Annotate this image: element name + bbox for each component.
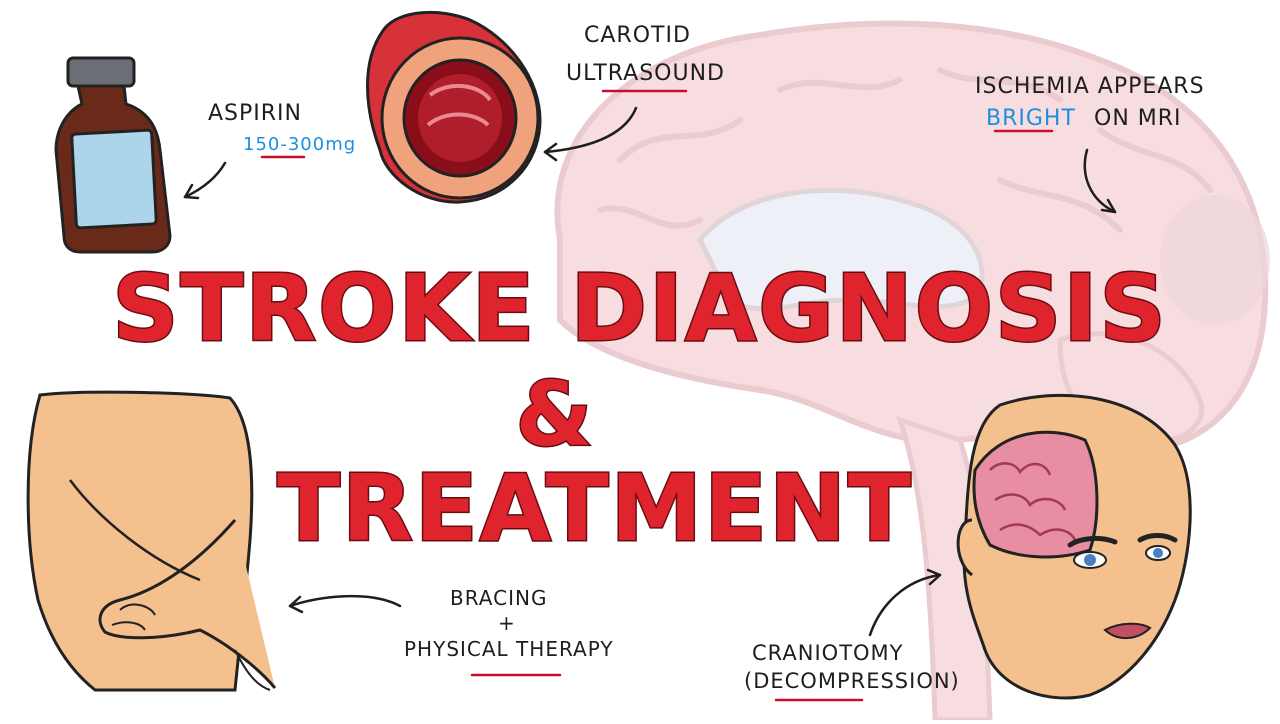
title-ampersand: & — [516, 363, 595, 466]
aspirin-bottle-illustration — [54, 56, 172, 254]
underlines — [260, 89, 1054, 702]
background-brain-illustration — [554, 20, 1270, 723]
bright-label: BRIGHT — [986, 106, 1076, 131]
decompression-label: (DECOMPRESSION) — [744, 669, 960, 693]
title-line-1: STROKE DIAGNOSIS — [112, 255, 1168, 362]
on-mri-label: ON MRI — [1094, 106, 1182, 131]
title-line-3: TREATMENT — [277, 455, 912, 562]
arrows — [183, 106, 1117, 637]
craniotomy-head-illustration — [956, 393, 1192, 700]
craniotomy-label: CRANIOTOMY — [752, 641, 904, 665]
ultrasound-label: ULTRASOUND — [566, 61, 725, 86]
aspirin-label: ASPIRIN — [208, 101, 302, 126]
carotid-label: CAROTID — [584, 23, 691, 48]
bracing-label: BRACING — [450, 586, 547, 610]
carotid-artery-illustration — [366, 10, 542, 204]
arm-bracing-illustration — [26, 390, 277, 692]
aspirin-dose-label: 150-300mg — [243, 134, 356, 155]
ischemia-label: ISCHEMIA APPEARS — [975, 74, 1205, 99]
plus-label: + — [498, 611, 516, 635]
physical-therapy-label: PHYSICAL THERAPY — [404, 637, 614, 661]
